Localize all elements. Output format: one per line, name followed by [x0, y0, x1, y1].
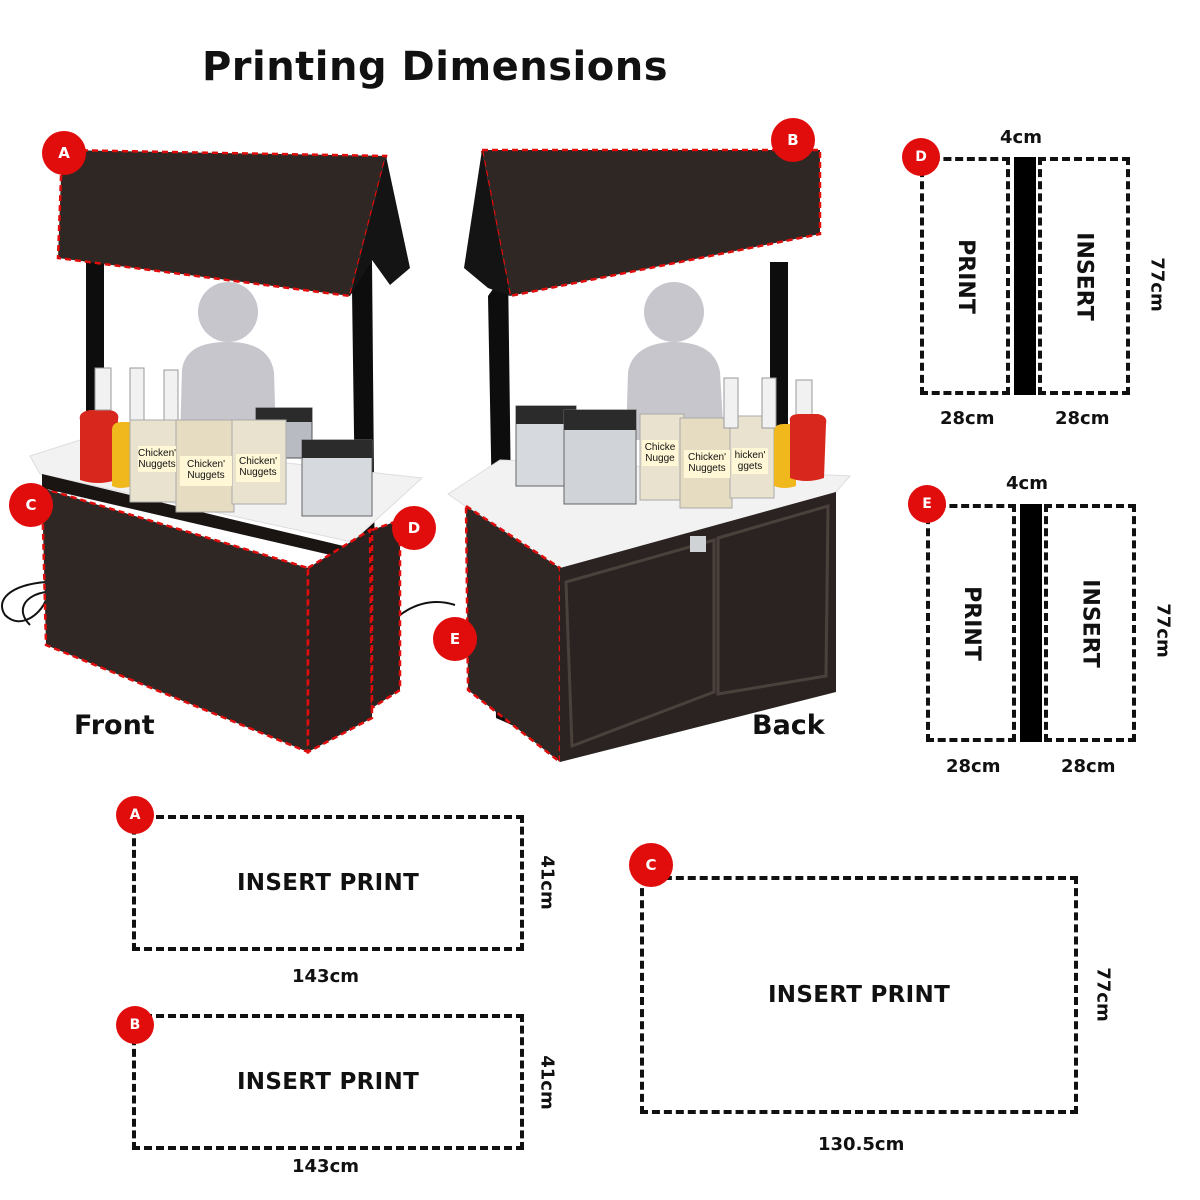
page-title: Printing Dimensions [201, 44, 669, 90]
panel-D-gap-dimension: 4cm [1000, 127, 1042, 148]
back-door-right [716, 503, 830, 696]
front-cable [1, 581, 47, 623]
back-fryer-2-top [564, 410, 636, 430]
back-bag-label-bg-1 [642, 440, 678, 466]
panel-E-right-box: INSERT [1044, 504, 1136, 742]
panel-E-height: 77cm [1152, 603, 1174, 658]
front-panel-D-left [306, 527, 374, 755]
panel-A-text: INSERT PRINT [236, 870, 420, 896]
panel-E-gap-dimension: 4cm [1006, 473, 1048, 494]
marker-A: A [42, 131, 86, 175]
front-fryer-1-top [256, 408, 312, 422]
bag-label-1: Chicken' Nuggets [138, 448, 177, 470]
front-ketchup [79, 410, 119, 483]
panel-A-width: 143cm [292, 966, 359, 987]
bag-label-3: Chicken' Nuggets [238, 456, 278, 478]
panel-E-left-box: PRINT [926, 504, 1016, 742]
marker-C: C [9, 483, 53, 527]
back-pump-1 [723, 377, 739, 429]
panel-E-left-width: 28cm [946, 756, 1001, 777]
front-fryer-2-top [302, 440, 372, 458]
back-door-left [564, 538, 716, 749]
panel-E-right-text: INSERT [1077, 578, 1103, 668]
back-canopy [480, 148, 822, 298]
front-counter-edge [42, 474, 352, 560]
panel-B-text: INSERT PRINT [236, 1069, 420, 1095]
bag-label-6: hicken' ggets [734, 450, 766, 472]
front-person-head [198, 282, 258, 342]
back-ketchup [789, 414, 827, 481]
panel-E-gap-bar [1020, 504, 1042, 742]
panel-D-left-text: PRINT [952, 238, 978, 314]
panel-A-box: INSERT PRINT [132, 815, 524, 951]
front-label: Front [74, 710, 155, 741]
back-person-head [644, 282, 704, 342]
back-pump-2 [761, 377, 777, 429]
panel-B-badge: B [116, 1006, 154, 1044]
back-body [560, 492, 836, 762]
panel-D-right-width: 28cm [1055, 408, 1110, 429]
front-pump-1 [94, 367, 112, 411]
front-canopy [56, 148, 388, 298]
front-mustard [112, 422, 132, 488]
back-label: Back [752, 710, 825, 741]
marker-D: D [392, 506, 436, 550]
marker-B: B [771, 118, 815, 162]
back-cart [447, 148, 852, 765]
front-bag-label-bg-2 [180, 456, 232, 486]
bag-label-2: Chicken' Nuggets [186, 459, 226, 481]
panel-D-badge: D [902, 138, 940, 176]
panel-B-box: INSERT PRINT [132, 1014, 524, 1150]
back-bag-label-bg-3 [732, 448, 768, 474]
bag-label-4: Chicke Nugge [644, 442, 676, 464]
panel-E-badge: E [908, 485, 946, 523]
back-bag-label-bg-2 [684, 450, 730, 478]
panel-C-width: 130.5cm [818, 1134, 905, 1155]
panel-C-badge: C [629, 843, 673, 887]
panel-A-badge: A [116, 796, 154, 834]
back-canopy-side [464, 150, 510, 296]
front-cable-3 [399, 601, 456, 616]
front-panel-D-right [370, 518, 402, 711]
front-canopy-side [350, 156, 410, 296]
panel-E-right-width: 28cm [1061, 756, 1116, 777]
back-fryer-1-top [516, 406, 576, 424]
bag-label-5: Chicken' Nuggets [687, 452, 727, 474]
panel-C-height: 77cm [1092, 967, 1114, 1022]
panel-B-width: 143cm [292, 1156, 359, 1177]
panel-D-right-box: INSERT [1038, 157, 1130, 395]
front-cable-2 [21, 591, 47, 626]
panel-D-gap-bar [1014, 157, 1036, 395]
front-person-body [180, 342, 276, 440]
front-cart [1, 148, 456, 755]
panel-D-left-box: PRINT [920, 157, 1010, 395]
panel-D-height: 77cm [1146, 257, 1168, 312]
panel-B-height: 41cm [536, 1055, 558, 1110]
cart-illustration [1, 148, 852, 765]
panel-D-right-text: INSERT [1071, 231, 1097, 321]
panel-C-text: INSERT PRINT [767, 982, 951, 1008]
front-bag-label-bg-3 [236, 454, 280, 482]
marker-E: E [433, 617, 477, 661]
front-pump-2 [129, 367, 145, 429]
panel-A-height: 41cm [536, 855, 558, 910]
back-faucet [690, 536, 706, 552]
panel-C-box: INSERT PRINT [640, 876, 1078, 1114]
panel-D-left-width: 28cm [940, 408, 995, 429]
panel-E-left-text: PRINT [958, 585, 984, 661]
front-bag-label-bg-1 [138, 446, 176, 472]
